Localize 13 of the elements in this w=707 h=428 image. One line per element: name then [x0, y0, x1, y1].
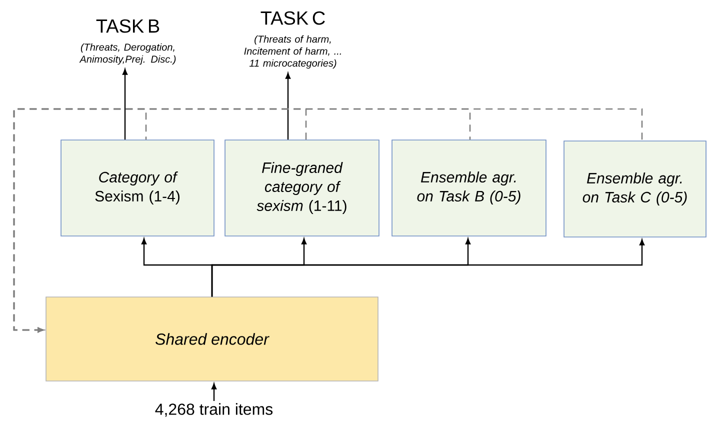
task-box: Category of Sexism (1-4)	[60, 140, 214, 236]
task-box: Fine-graned category of sexism (1-11)	[224, 140, 380, 236]
arrow	[211, 239, 645, 297]
task-label: TASK B (Threats, Derogation, Animosity,Prej. Disc.)	[79, 19, 176, 65]
arrow	[211, 383, 217, 401]
encoder-box: Shared encoder	[46, 296, 378, 382]
task-box: Ensemble agr. on Task C (0-5)	[564, 140, 706, 238]
arrow	[285, 72, 291, 140]
task-label: TASK C (Threats of harm, Incitement of harm, ... 11 microcategories)	[244, 11, 341, 69]
task-box: Ensemble agr. on Task B (0-5)	[392, 140, 546, 236]
arrow	[122, 68, 128, 140]
arrow	[13, 108, 643, 332]
input-label: 4,268 train items	[155, 403, 273, 417]
